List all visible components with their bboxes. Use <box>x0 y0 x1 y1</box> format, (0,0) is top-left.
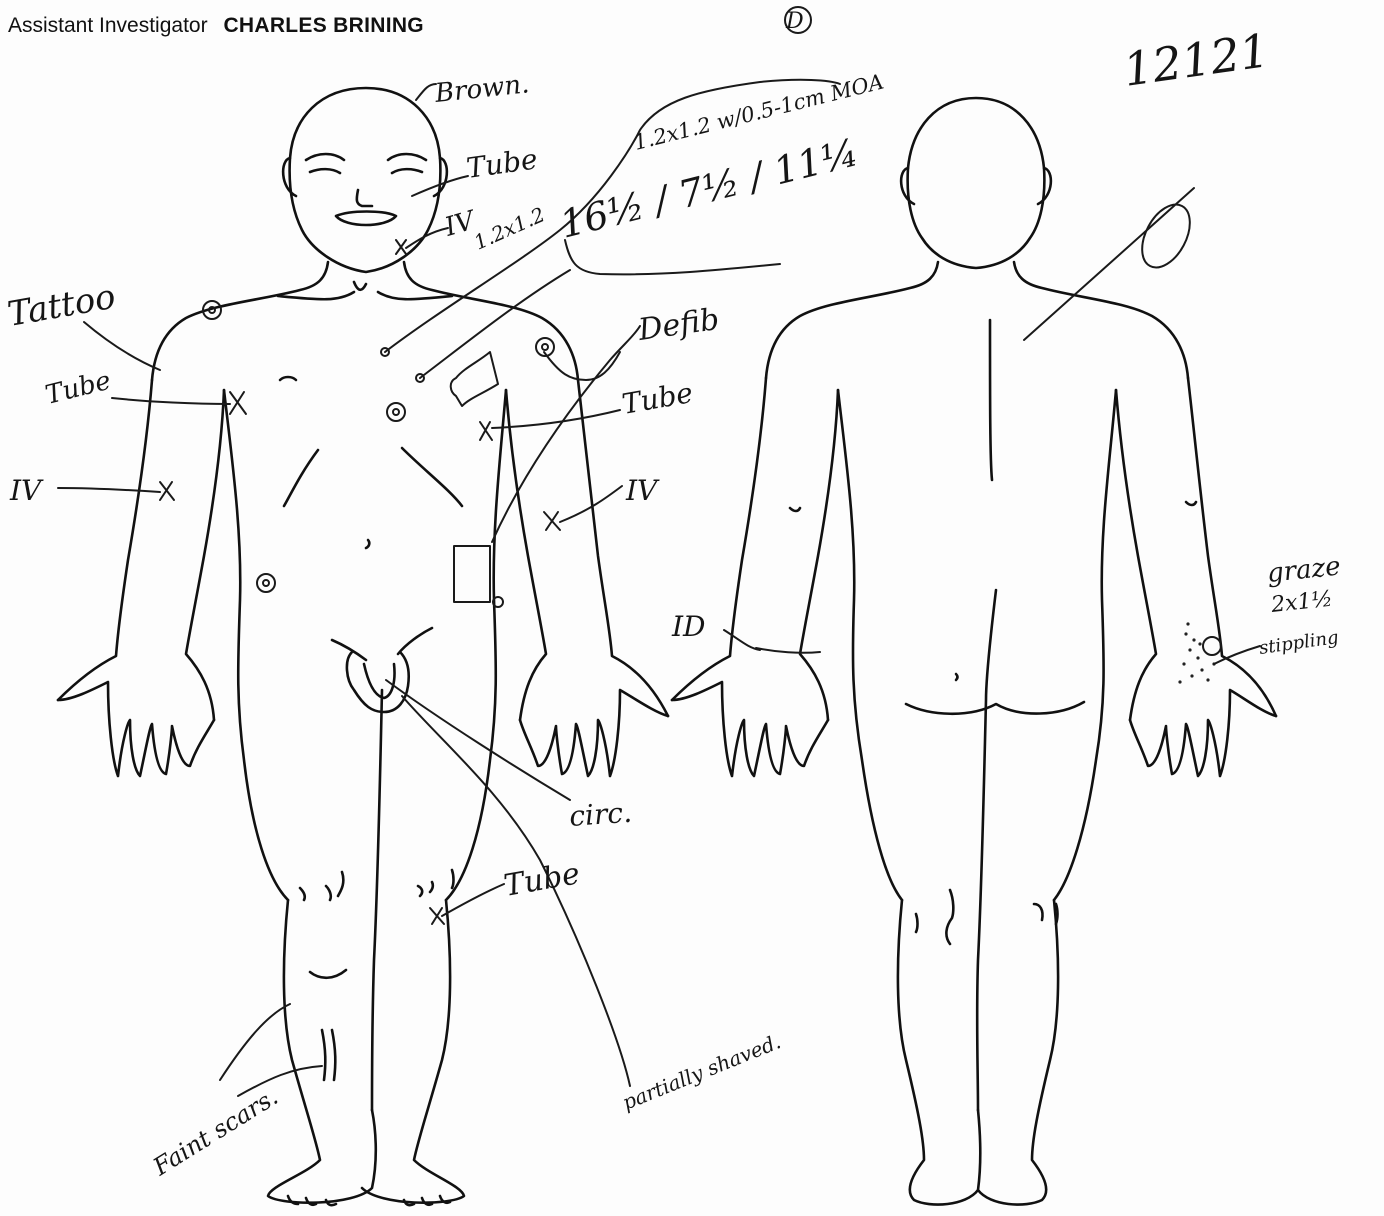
partially-shaved-note: partially shaved. <box>619 1029 784 1114</box>
page-number-note: 12121 <box>1120 23 1272 97</box>
tube-thigh-note: Tube <box>501 856 582 904</box>
iv-left-arm-note: IV <box>625 474 660 507</box>
annotation-leader-lines <box>58 80 1260 1096</box>
front-body-outline <box>58 88 668 1205</box>
back-markers <box>1024 188 1221 684</box>
faint-scars-note: Faint scars. <box>147 1083 282 1182</box>
tube-chest-left-note: Tube <box>619 376 695 421</box>
id-band-note: ID <box>671 610 706 643</box>
graze-size-note: 2x1½ <box>1269 587 1334 618</box>
handwritten-annotations: D 12121 Brown. Tube IV 1.2x1.2 w/0.5-1cm… <box>5 7 1342 1182</box>
graze-note: graze <box>1266 551 1342 589</box>
iv-right-arm-note: IV <box>9 474 44 507</box>
defib-note: Defib <box>635 302 721 348</box>
stippling-note: stippling <box>1258 627 1340 659</box>
tube-chest-right-note: Tube <box>42 366 113 411</box>
front-markers <box>160 240 560 924</box>
tube-mouth-note: Tube <box>464 142 539 185</box>
hair-color-note: Brown. <box>433 69 531 109</box>
circumcision-note: circ. <box>568 796 633 833</box>
tattoo-note: Tattoo <box>5 277 119 335</box>
